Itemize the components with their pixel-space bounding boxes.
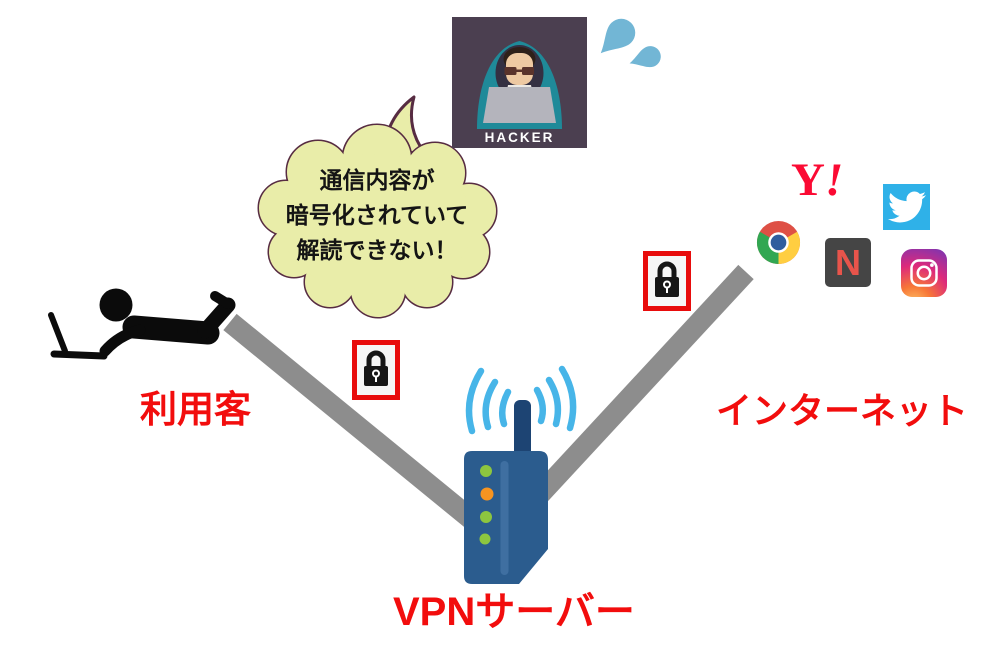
person-with-laptop-icon: [48, 288, 236, 360]
twitter-bird-glyph: [887, 191, 926, 223]
label-vpn-server: VPNサーバー: [393, 590, 635, 634]
bubble-line-3: 解読できない！: [296, 237, 458, 263]
padlock-glyph: [655, 261, 679, 297]
padlock-glyph: [364, 350, 388, 386]
speech-bubble-text: 通信内容が 暗号化されていて 解読できない！: [257, 163, 497, 268]
yahoo-logo: Y!: [791, 157, 843, 204]
router-leds: [479, 465, 494, 545]
wifi-waves-icon: [465, 365, 577, 435]
padlock-icon: [643, 251, 691, 311]
hacker-avatar-icon: HACKER: [452, 17, 587, 148]
padlock-icon: [352, 340, 400, 400]
netflix-n-icon: N: [825, 238, 871, 287]
sweat-drops-icon: [600, 18, 661, 68]
bubble-line-1: 通信内容が: [319, 167, 435, 193]
label-internet: インターネット: [716, 390, 969, 431]
netflix-letter: N: [835, 241, 861, 283]
chrome-glyph: [756, 220, 801, 265]
bubble-line-2: 暗号化されていて: [285, 202, 469, 228]
yahoo-y: Y: [791, 154, 825, 206]
yahoo-exclaim: !: [824, 154, 844, 206]
vpn-router-icon: [464, 365, 577, 584]
router-antenna: [514, 400, 531, 462]
hacker-glasses: [504, 67, 534, 75]
label-user: 利用客: [140, 389, 251, 430]
instagram-camera-icon: [901, 249, 947, 297]
speech-bubble: [257, 95, 498, 319]
instagram-camera-glyph: [910, 259, 938, 287]
hacker-avatar-art: HACKER: [477, 41, 562, 145]
chrome-icon: [755, 219, 802, 266]
connection-line-user-vpn: [223, 313, 489, 537]
twitter-bird-icon: [883, 184, 930, 230]
hacker-caption: HACKER: [485, 130, 555, 145]
